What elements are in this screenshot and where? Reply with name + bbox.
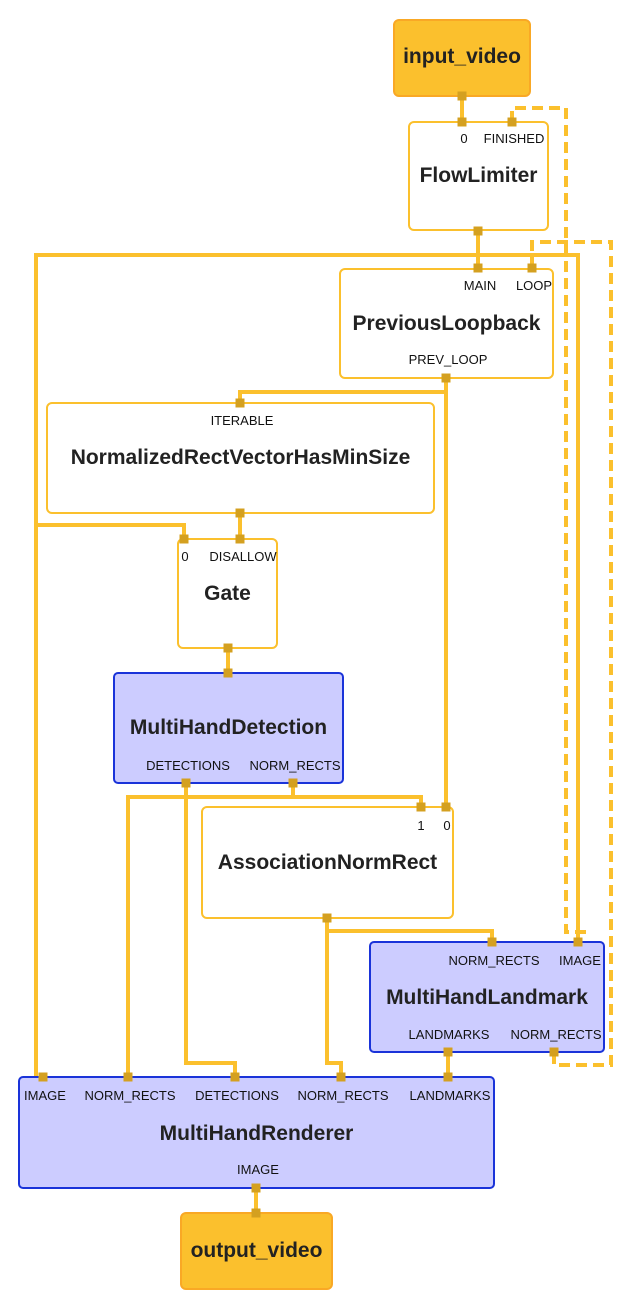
- output-video-title: output_video: [190, 1239, 323, 1262]
- multi-hand-landmark-node[interactable]: NORM_RECTS IMAGE MultiHandLandmark LANDM…: [369, 941, 605, 1053]
- multi-hand-detection-node[interactable]: MultiHandDetection DETECTIONS NORM_RECTS: [113, 672, 344, 784]
- multi-hand-renderer-port-landmarks: LANDMARKS: [409, 1088, 491, 1103]
- pin-normrect-in-iterable: [235, 398, 245, 408]
- pin-loopback-in-loop: [527, 263, 537, 273]
- multi-hand-renderer-node[interactable]: IMAGE NORM_RECTS DETECTIONS NORM_RECTS L…: [18, 1076, 495, 1189]
- multi-hand-detection-title: MultiHandDetection: [129, 716, 328, 739]
- multi-hand-renderer-port-image-in: IMAGE: [24, 1088, 66, 1103]
- pin-renderer-in-image: [38, 1072, 48, 1082]
- input-video-node[interactable]: input_video: [393, 19, 531, 97]
- pin-gate-in-0: [179, 534, 189, 544]
- multi-hand-landmark-title: MultiHandLandmark: [386, 986, 588, 1009]
- normalized-rect-has-min-size-node[interactable]: ITERABLE NormalizedRectVectorHasMinSize: [46, 402, 435, 514]
- edge-image-gate-branch: [36, 523, 186, 540]
- pin-detection-out-norm-rects: [288, 778, 298, 788]
- association-port-0: 0: [443, 818, 451, 833]
- multi-hand-detection-port-norm-rects: NORM_RECTS: [249, 758, 341, 773]
- pin-flow-limiter-in-finished: [507, 117, 517, 127]
- pin-loopback-in-main: [473, 263, 483, 273]
- flow-limiter-node[interactable]: 0 FINISHED FlowLimiter: [408, 121, 549, 231]
- edge-loop-backedge: [530, 240, 613, 1067]
- gate-title: Gate: [204, 582, 251, 605]
- multi-hand-renderer-port-detections: DETECTIONS: [195, 1088, 279, 1103]
- pin-renderer-in-norm-rects-1: [123, 1072, 133, 1082]
- pin-landmark-out-norm-rects: [549, 1047, 559, 1057]
- pin-loopback-out-prev-loop: [441, 373, 451, 383]
- pin-input-video-out: [457, 91, 467, 101]
- multi-hand-renderer-port-image-out: IMAGE: [237, 1162, 279, 1177]
- pin-detection-in: [223, 668, 233, 678]
- pin-landmark-out-landmarks: [443, 1047, 453, 1057]
- previous-loopback-title: PreviousLoopback: [352, 312, 541, 335]
- gate-port-0: 0: [181, 549, 189, 564]
- pin-renderer-out-image: [251, 1183, 261, 1193]
- multi-hand-detection-port-detections: DETECTIONS: [146, 758, 230, 773]
- output-video-node[interactable]: output_video: [180, 1212, 333, 1290]
- pin-output-video-in: [251, 1208, 261, 1218]
- gate-node[interactable]: 0 DISALLOW Gate: [177, 538, 278, 649]
- pin-renderer-in-landmarks: [443, 1072, 453, 1082]
- normalized-rect-title: NormalizedRectVectorHasMinSize: [70, 446, 411, 469]
- multi-hand-renderer-port-norm-rects-1: NORM_RECTS: [84, 1088, 176, 1103]
- flow-limiter-title: FlowLimiter: [419, 164, 538, 187]
- edge-assoc-to-landmark: [325, 918, 494, 942]
- edge-normrects-to-renderer: [126, 795, 293, 1077]
- association-port-1: 1: [417, 818, 425, 833]
- multi-hand-renderer-title: MultiHandRenderer: [159, 1122, 354, 1145]
- previous-loopback-node[interactable]: MAIN LOOP PreviousLoopback PREV_LOOP: [339, 268, 554, 379]
- association-norm-rect-title: AssociationNormRect: [217, 851, 438, 874]
- edge-finished-backedge: [510, 106, 590, 934]
- pin-normrect-out: [235, 508, 245, 518]
- previous-loopback-port-prev-loop: PREV_LOOP: [408, 352, 488, 367]
- pin-landmark-in-image: [573, 937, 583, 947]
- previous-loopback-port-loop: LOOP: [515, 278, 553, 293]
- edge-detections-to-renderer: [184, 783, 237, 1077]
- pin-association-in-0: [441, 802, 451, 812]
- association-norm-rect-node[interactable]: 1 0 AssociationNormRect: [201, 806, 454, 919]
- pin-renderer-in-detections: [230, 1072, 240, 1082]
- pin-gate-out: [223, 643, 233, 653]
- multi-hand-landmark-port-landmarks: LANDMARKS: [408, 1027, 490, 1042]
- edge-prevloop-to-iterable: [238, 378, 448, 404]
- pin-association-in-1: [416, 802, 426, 812]
- input-video-title: input_video: [403, 45, 521, 68]
- pin-landmark-in-norm-rects: [487, 937, 497, 947]
- normalized-rect-port-iterable: ITERABLE: [210, 413, 274, 428]
- multi-hand-landmark-port-norm-rects-in: NORM_RECTS: [448, 953, 540, 968]
- edge-normrects-to-assoc-1: [291, 783, 423, 808]
- multi-hand-landmark-port-norm-rects-out: NORM_RECTS: [510, 1027, 602, 1042]
- pin-association-out: [322, 913, 332, 923]
- flow-limiter-port-0: 0: [460, 131, 468, 146]
- edge-assoc-to-renderer: [325, 931, 343, 1077]
- pin-renderer-in-norm-rects-2: [336, 1072, 346, 1082]
- multi-hand-landmark-port-image: IMAGE: [559, 953, 601, 968]
- multi-hand-renderer-port-norm-rects-2: NORM_RECTS: [297, 1088, 389, 1103]
- previous-loopback-port-main: MAIN: [463, 278, 497, 293]
- pin-gate-in-disallow: [235, 534, 245, 544]
- pin-flow-limiter-out: [473, 226, 483, 236]
- gate-port-disallow: DISALLOW: [209, 549, 277, 564]
- pin-detection-out-detections: [181, 778, 191, 788]
- flow-limiter-port-finished: FINISHED: [483, 131, 545, 146]
- edge-image-left-trunk: [34, 253, 580, 1077]
- pin-flow-limiter-in-0: [457, 117, 467, 127]
